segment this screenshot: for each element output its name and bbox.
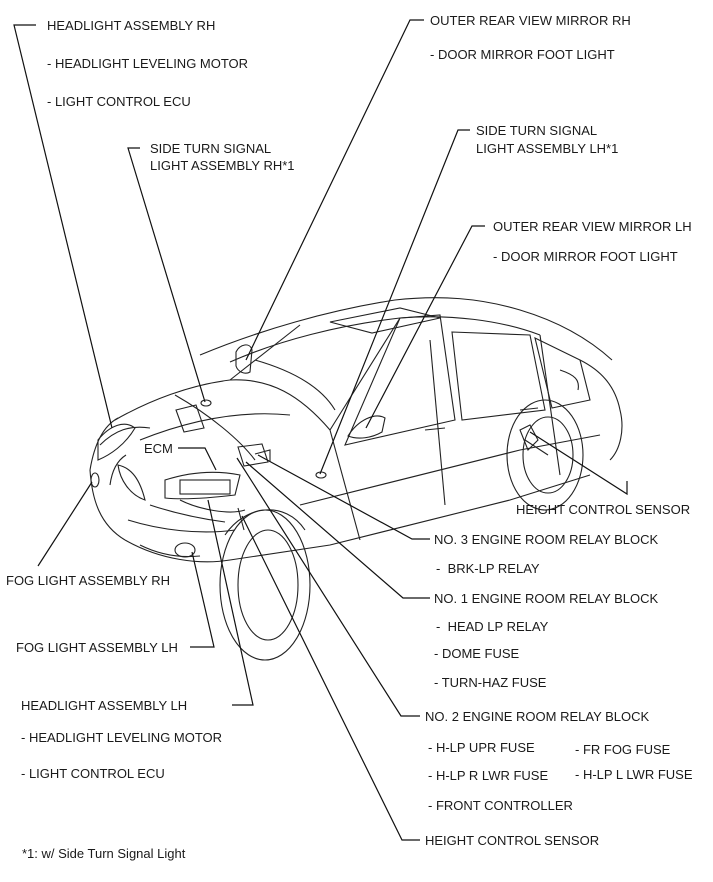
label-relay-block-2-hlp-r-lwr-fuse: - H-LP R LWR FUSE xyxy=(428,768,549,783)
label-outer-mirror-lh: OUTER REAR VIEW MIRROR LH xyxy=(493,219,692,234)
label-headlight-lh-light-control-ecu: - LIGHT CONTROL ECU xyxy=(21,766,165,781)
label-headlight-rh-light-control-ecu: - LIGHT CONTROL ECU xyxy=(47,94,191,109)
label-side-turn-lh-line2: LIGHT ASSEMBLY LH*1 xyxy=(476,141,619,156)
label-fog-light-rh: FOG LIGHT ASSEMBLY RH xyxy=(6,573,170,588)
label-headlight-assembly-rh: HEADLIGHT ASSEMBLY RH xyxy=(47,18,216,33)
label-mirror-lh-foot-light: - DOOR MIRROR FOOT LIGHT xyxy=(493,249,678,264)
label-relay-block-2-fr-fog-fuse: - FR FOG FUSE xyxy=(575,742,671,757)
label-relay-block-2-front-controller: - FRONT CONTROLLER xyxy=(428,798,573,813)
label-relay-block-2-hlp-upr-fuse: - H-LP UPR FUSE xyxy=(428,740,535,755)
label-footnote: *1: w/ Side Turn Signal Light xyxy=(22,846,186,861)
label-ecm: ECM xyxy=(144,441,173,456)
label-side-turn-lh-line1: SIDE TURN SIGNAL xyxy=(476,123,598,138)
label-relay-block-1-dome-fuse: - DOME FUSE xyxy=(434,646,520,661)
label-relay-block-1-turn-haz-fuse: - TURN-HAZ FUSE xyxy=(434,675,547,690)
label-side-turn-rh-line2: LIGHT ASSEMBLY RH*1 xyxy=(150,158,295,173)
label-relay-block-3-brk-lp-text: BRK-LP RELAY xyxy=(447,561,540,576)
label-height-control-sensor-front: HEIGHT CONTROL SENSOR xyxy=(425,833,600,848)
label-relay-block-1: NO. 1 ENGINE ROOM RELAY BLOCK xyxy=(434,591,659,606)
label-headlight-assembly-lh: HEADLIGHT ASSEMBLY LH xyxy=(21,698,188,713)
label-relay-block-1-head-lp-text: HEAD LP RELAY xyxy=(447,619,549,634)
label-relay-block-3: NO. 3 ENGINE ROOM RELAY BLOCK xyxy=(434,532,659,547)
label-relay-block-1-head-lp: - HEAD LP RELAY xyxy=(436,619,549,634)
label-headlight-rh-leveling-motor: - HEADLIGHT LEVELING MOTOR xyxy=(47,56,249,71)
label-relay-block-3-brk-lp: - BRK-LP RELAY xyxy=(436,561,540,576)
label-side-turn-rh-line1: SIDE TURN SIGNAL xyxy=(150,141,272,156)
label-headlight-lh-leveling-motor: - HEADLIGHT LEVELING MOTOR xyxy=(21,730,223,745)
label-relay-block-2-hlp-l-lwr-fuse: - H-LP L LWR FUSE xyxy=(575,767,693,782)
label-outer-mirror-rh: OUTER REAR VIEW MIRROR RH xyxy=(430,13,631,28)
label-fog-light-lh: FOG LIGHT ASSEMBLY LH xyxy=(16,640,178,655)
label-relay-block-2: NO. 2 ENGINE ROOM RELAY BLOCK xyxy=(425,709,650,724)
label-mirror-rh-foot-light: - DOOR MIRROR FOOT LIGHT xyxy=(430,47,615,62)
label-height-control-sensor-rear: HEIGHT CONTROL SENSOR xyxy=(516,502,691,517)
